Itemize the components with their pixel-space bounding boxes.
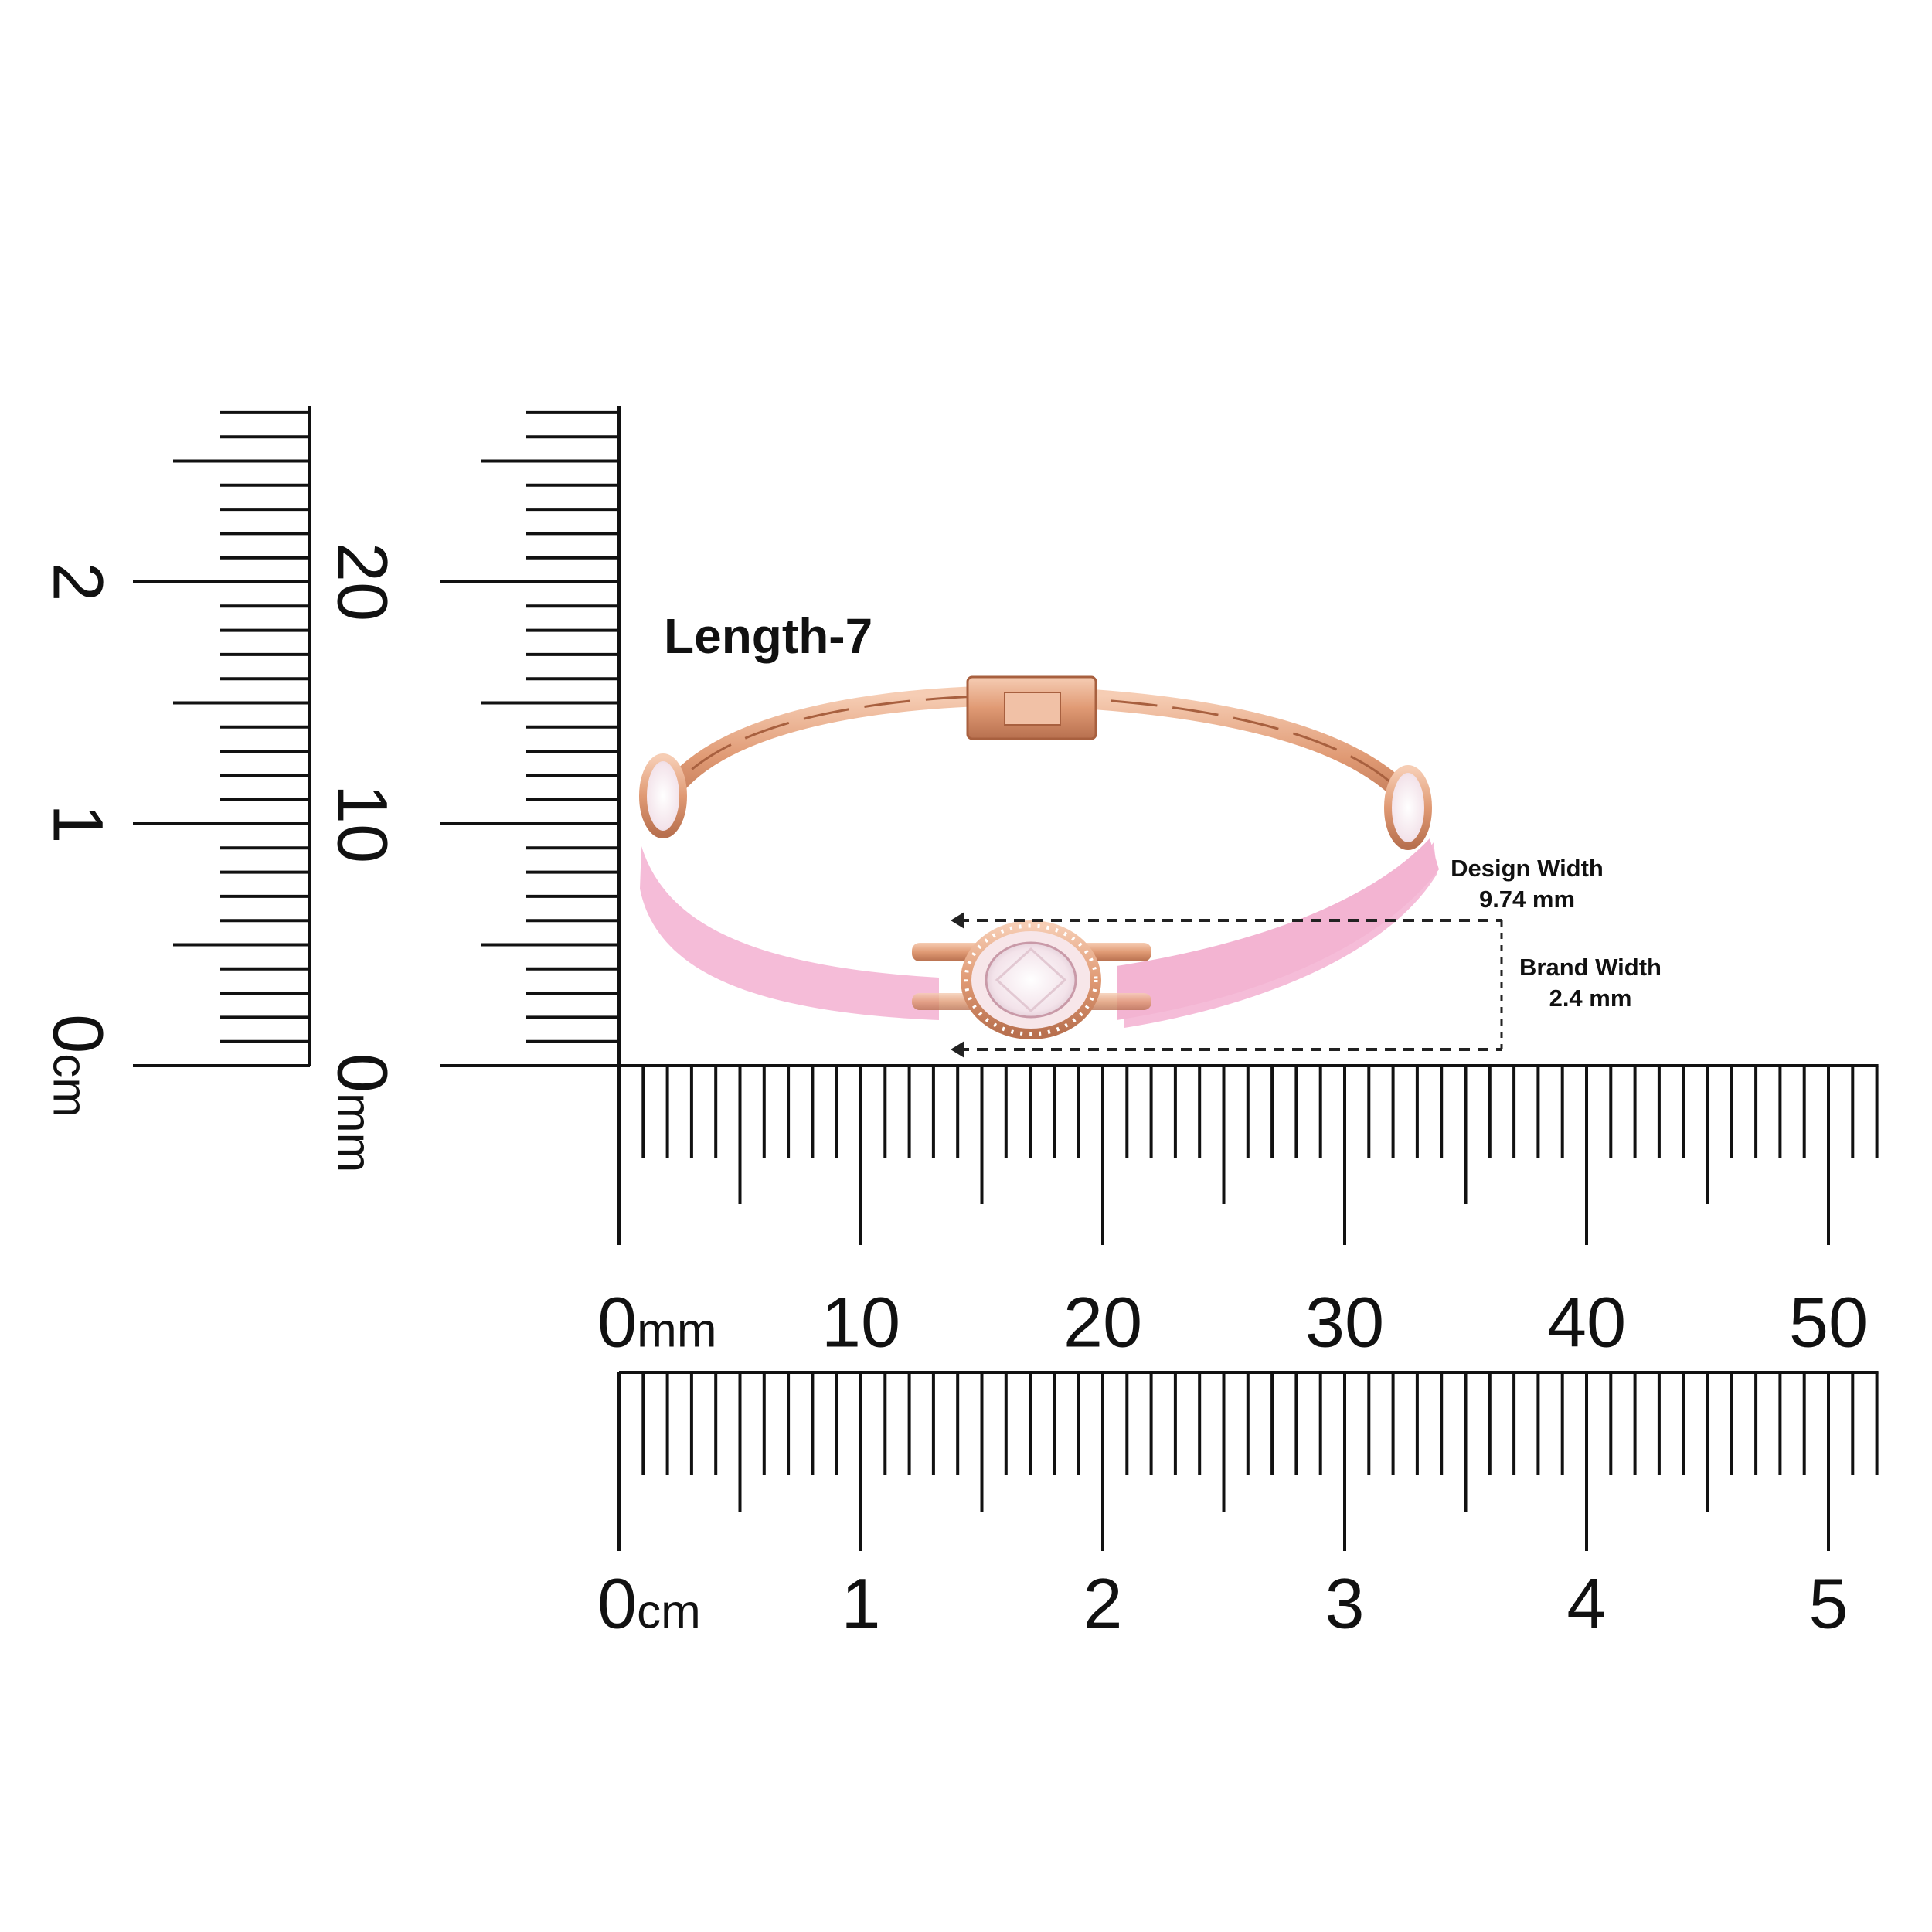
side-stone-left bbox=[639, 753, 687, 838]
horizontal-mm-label: 50 bbox=[1788, 1283, 1869, 1362]
horizontal-cm-label: 0cm bbox=[597, 1564, 701, 1644]
band-width-annotation: Brand Width 2.4 mm bbox=[1475, 952, 1706, 1014]
vmm-label-0: 0mm bbox=[322, 1053, 402, 1173]
horizontal-cm-unit: cm bbox=[637, 1585, 701, 1639]
horizontal-mm-label: 40 bbox=[1546, 1283, 1627, 1362]
design-width-annotation: Design Width 9.74 mm bbox=[1411, 853, 1643, 915]
horizontal-cm-label: 2 bbox=[1083, 1564, 1123, 1644]
horizontal-mm-label: 10 bbox=[821, 1283, 901, 1362]
band-width-label: Brand Width bbox=[1519, 954, 1662, 981]
side-stone-right bbox=[1384, 765, 1432, 850]
length-title: Length-7 bbox=[664, 608, 873, 664]
vcm-label-2: 2 bbox=[38, 562, 117, 602]
vmm-label-10: 10 bbox=[322, 784, 402, 864]
design-width-label: Design Width bbox=[1451, 855, 1604, 882]
horizontal-cm-label: 3 bbox=[1325, 1564, 1365, 1644]
vcm-label-0: 0cm bbox=[38, 1014, 117, 1117]
horizontal-mm-label: 0mm bbox=[597, 1283, 717, 1362]
horizontal-mm-label: 30 bbox=[1304, 1283, 1385, 1362]
vmm-label-20: 20 bbox=[322, 542, 402, 622]
horizontal-mm-unit: mm bbox=[637, 1304, 717, 1358]
arrow-left-icon bbox=[951, 1041, 964, 1058]
design-width-value: 9.74 mm bbox=[1478, 886, 1576, 913]
band-width-value: 2.4 mm bbox=[1549, 985, 1632, 1012]
bracelet-enamel-band bbox=[640, 846, 939, 1020]
horizontal-cm-label: 5 bbox=[1808, 1564, 1849, 1644]
center-stone bbox=[985, 941, 1077, 1019]
horizontal-cm-label: 1 bbox=[841, 1564, 881, 1644]
horizontal-mm-label: 20 bbox=[1063, 1283, 1143, 1362]
horizontal-cm-label: 4 bbox=[1566, 1564, 1607, 1644]
vcm-label-1: 1 bbox=[38, 804, 117, 844]
arrow-left-icon bbox=[951, 912, 964, 929]
